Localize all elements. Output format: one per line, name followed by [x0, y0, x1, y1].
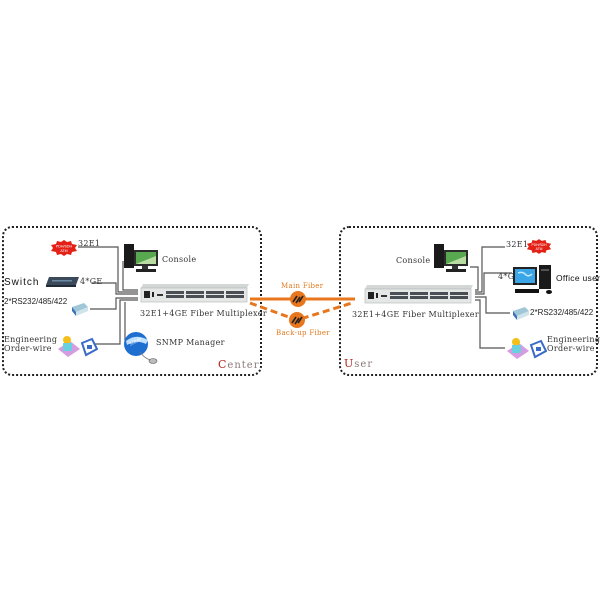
- center-orderwire-label-2: Order-wire: [4, 344, 52, 353]
- center-multiplexer-label: 32E1+4GE Fiber Multiplexer: [140, 309, 267, 318]
- svg-text:ATM: ATM: [536, 247, 543, 251]
- center-console-label: Console: [162, 255, 197, 264]
- user-orderwire-label-2: Order-wire: [547, 344, 595, 353]
- center-console-desktop-computer-icon: [124, 244, 158, 272]
- user-site-panel: [339, 226, 598, 376]
- center-multiplexer-icon: [140, 284, 249, 303]
- svg-text:ATM: ATM: [60, 249, 67, 253]
- center-orderwire-label-1: Engineering: [4, 335, 58, 344]
- center-site-panel: [2, 226, 262, 376]
- snmp-manager-label: SNMP Manager: [156, 338, 225, 347]
- snmp-globe-icon: SNMP: [124, 332, 158, 364]
- user-office-ge-label: 4*GE: [498, 272, 521, 281]
- user-console-label: Console: [396, 256, 431, 265]
- user-console-desktop-computer-icon: [434, 244, 468, 272]
- center-switch-title: Switch: [4, 277, 40, 288]
- user-e1-label: 32E1: [506, 240, 529, 249]
- center-site-label: Center: [218, 358, 260, 371]
- user-telephone-icon: [507, 338, 547, 359]
- main-fiber-connector-icon: [290, 291, 306, 307]
- center-site-label-rest: enter: [227, 360, 260, 371]
- office-users-desktop-computer-icon: [513, 265, 552, 294]
- center-serial-device-icon: [72, 303, 88, 316]
- user-serial-device-icon: [513, 307, 529, 320]
- office-users-label: Office users: [556, 273, 600, 283]
- center-e1-label: 32E1: [78, 239, 101, 248]
- center-switch-label: 4*GE: [80, 277, 103, 286]
- user-orderwire-label-1: Engineering: [547, 335, 600, 344]
- user-site-label-initial: U: [344, 357, 355, 370]
- user-serial-label: 2*RS232/485/422: [530, 308, 594, 317]
- user-site-label: User: [344, 357, 373, 370]
- center-site-label-initial: C: [218, 358, 228, 371]
- center-telephone-icon: [58, 336, 98, 357]
- svg-text:PDH/SDH: PDH/SDH: [532, 243, 548, 247]
- main-fiber-label: Main Fiber: [281, 282, 324, 290]
- network-switch-icon: [46, 277, 79, 287]
- svg-text:PDH/SDH: PDH/SDH: [56, 245, 73, 249]
- center-serial-label: 2*RS232/485/422: [4, 297, 68, 306]
- user-multiplexer-label: 32E1+4GE Fiber Multiplexer: [352, 310, 479, 319]
- user-e1-burst-badge-icon: PDH/SDH ATM: [526, 239, 552, 254]
- user-site-label-rest: ser: [354, 359, 374, 370]
- svg-text:SNMP: SNMP: [128, 337, 142, 347]
- user-multiplexer-icon: [364, 285, 473, 304]
- center-e1-burst-badge-icon: PDH/SDH ATM: [51, 240, 77, 256]
- backup-fiber-label: Back-up Fiber: [276, 329, 330, 337]
- backup-fiber-connector-icon: [289, 312, 305, 328]
